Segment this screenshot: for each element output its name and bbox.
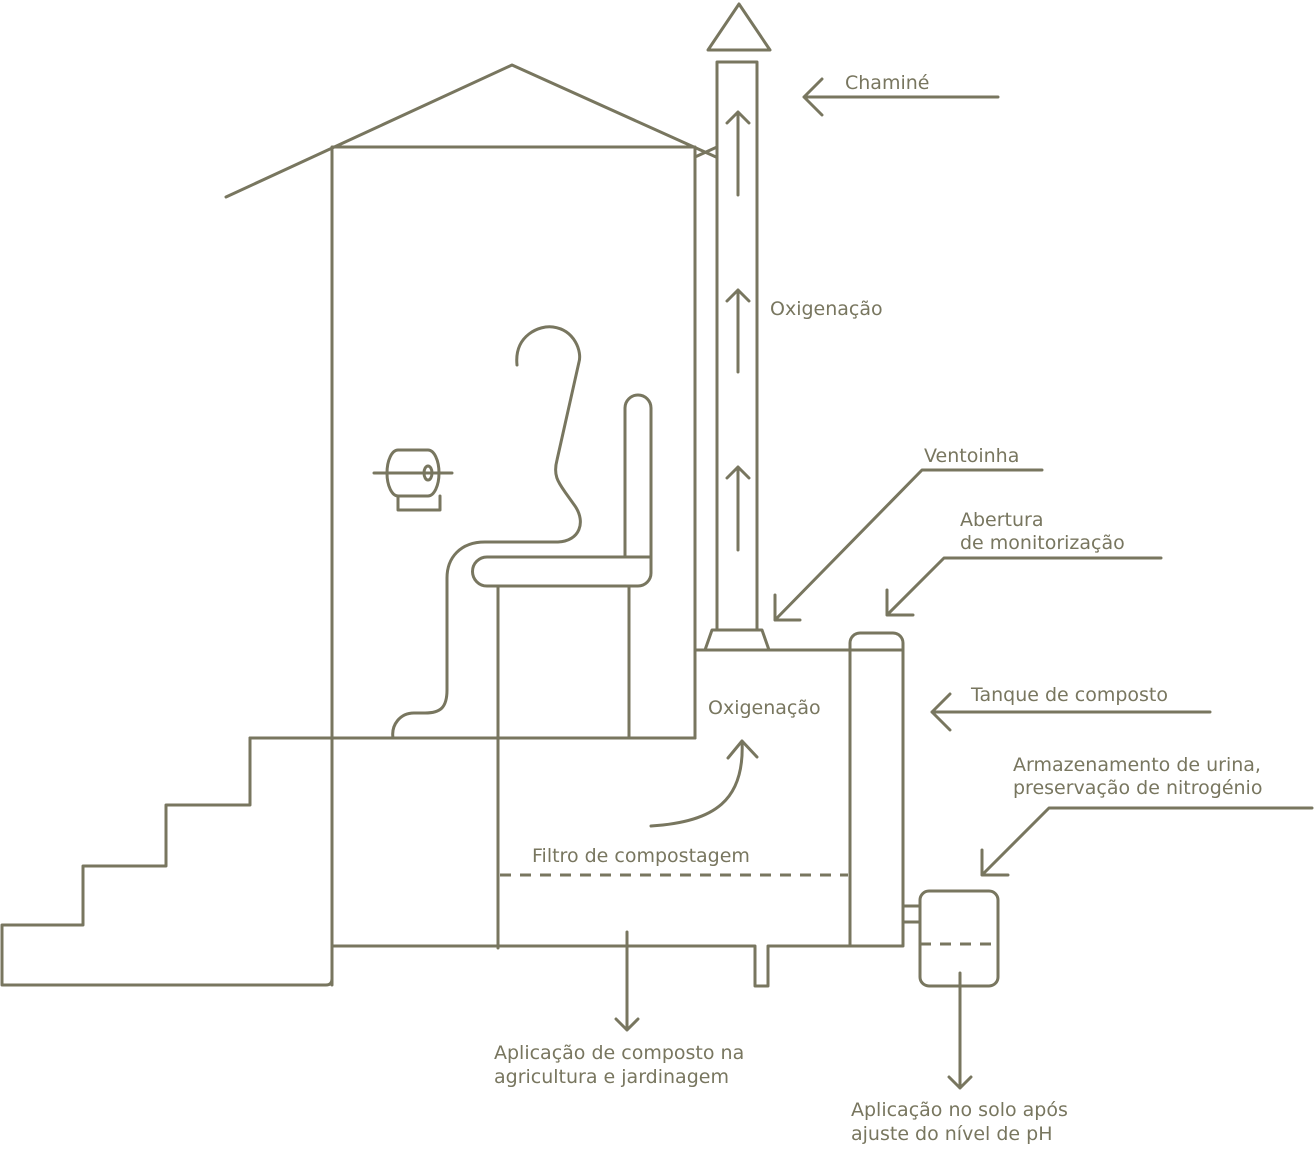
label-monitoring-opening-2: de monitorização — [960, 532, 1125, 554]
label-compost-application-1: Aplicação de composto na — [494, 1042, 744, 1064]
fan-base — [703, 628, 771, 652]
label-compost-filter: Filtro de compostagem — [532, 845, 750, 867]
label-soil-application-1: Aplicação no solo após — [851, 1099, 1068, 1121]
toilet-seat — [471, 393, 653, 950]
compost-tank — [330, 631, 905, 988]
label-urine-storage-1: Armazenamento de urina, — [1013, 754, 1261, 776]
urine-output-arrow — [947, 971, 973, 1090]
toilet-paper-icon — [372, 448, 454, 512]
label-compost-tank: Tanque de composto — [970, 684, 1168, 706]
hatch-leader — [885, 556, 1163, 617]
label-oxygenation-chimney: Oxigenação — [770, 298, 883, 320]
house-wall — [330, 145, 697, 987]
monitoring-hatch — [848, 631, 905, 652]
urine-tank — [901, 889, 1000, 988]
fan-leader — [773, 468, 1044, 622]
label-oxygenation-tank: Oxigenação — [708, 697, 821, 719]
label-soil-application-2: ajuste do nível de pH — [851, 1123, 1052, 1145]
compost-output-arrow — [614, 930, 640, 1032]
label-chimney: Chaminé — [845, 72, 929, 94]
airflow-arrows — [725, 110, 751, 552]
urine-leader — [980, 806, 1314, 877]
chimney — [693, 2, 772, 652]
label-compost-application-2: agricultura e jardinagem — [494, 1066, 729, 1088]
tank-leader — [930, 692, 1212, 732]
label-fan: Ventoinha — [924, 445, 1019, 467]
chimney-leader — [802, 77, 1000, 117]
label-monitoring-opening-1: Abertura — [960, 509, 1044, 531]
stairs — [0, 736, 334, 987]
oxygenation-arrow — [649, 739, 759, 828]
label-urine-storage-2: preservação de nitrogénio — [1013, 777, 1262, 799]
person-seated — [391, 325, 582, 740]
house-roof — [224, 63, 718, 199]
